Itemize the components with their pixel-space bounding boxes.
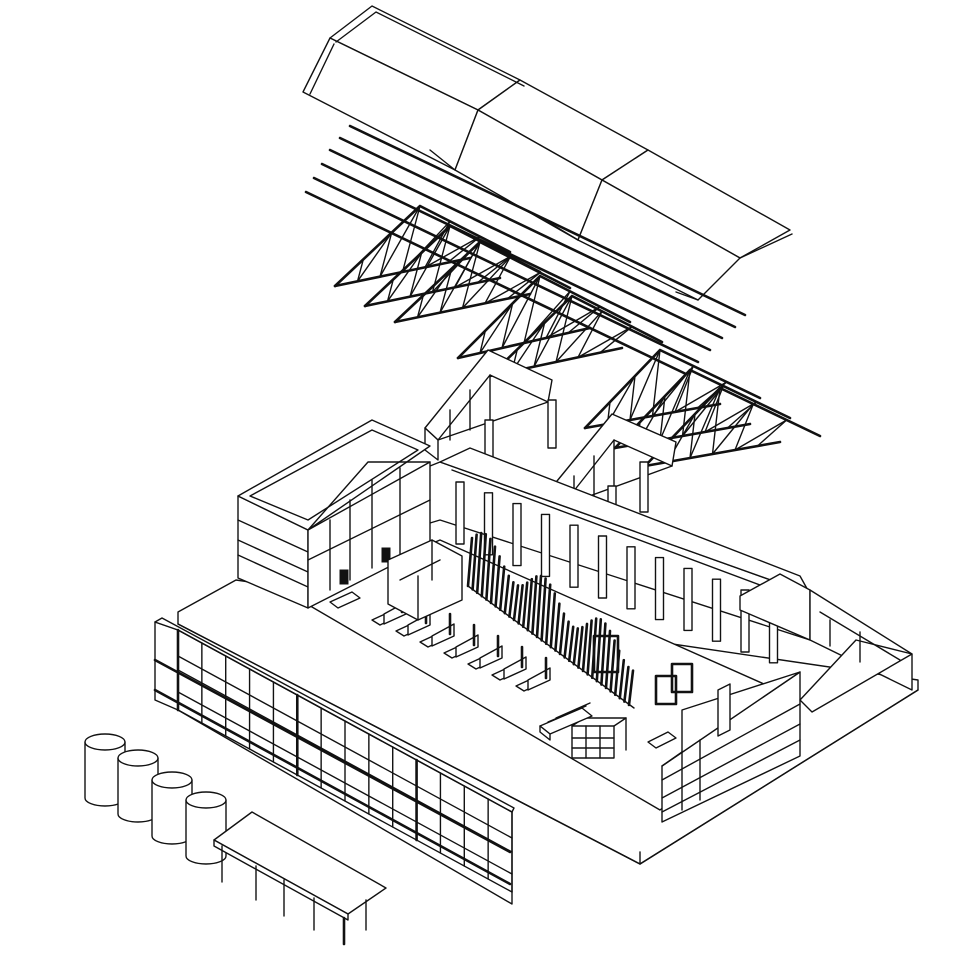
facade-rail — [153, 688, 512, 886]
scaffold-cube — [571, 717, 627, 759]
wall-column — [512, 502, 522, 567]
timber-fin — [549, 592, 557, 649]
tank — [185, 791, 227, 865]
wall-column — [740, 589, 750, 653]
bench-small — [329, 591, 361, 609]
wall-column — [455, 481, 465, 545]
wall-column — [597, 535, 608, 599]
hall-right-end-block — [661, 671, 801, 823]
timber-fin — [567, 625, 575, 663]
timber-fin — [554, 602, 561, 652]
timber-stack — [539, 702, 593, 741]
bench-small — [647, 731, 677, 749]
wall-column — [569, 524, 579, 588]
roof-trusses — [333, 204, 822, 468]
timber-fin — [471, 533, 478, 591]
timber-fin — [521, 581, 529, 629]
timber-fin — [623, 665, 630, 703]
bench-unit — [419, 612, 455, 648]
seating-units — [371, 590, 551, 692]
timber-fin — [517, 583, 524, 625]
timber-fin — [508, 580, 515, 618]
timber-fin — [618, 658, 626, 700]
wall-column — [683, 567, 693, 632]
wall-column — [711, 578, 722, 642]
timber-fin — [604, 629, 612, 690]
detached-facade-panel — [153, 617, 515, 905]
canopy-table — [213, 811, 387, 946]
timber-fin — [512, 584, 520, 622]
display-frame — [387, 539, 463, 621]
truss — [393, 240, 572, 324]
timber-fin — [535, 574, 543, 639]
timber-fin — [485, 537, 492, 601]
hall-left-end-block — [237, 419, 431, 609]
timber-fin — [544, 583, 552, 646]
timber-fin — [609, 639, 616, 693]
tank — [117, 749, 159, 823]
timber-fin — [586, 619, 593, 676]
bench-unit — [515, 656, 551, 692]
timber-fin — [494, 555, 501, 608]
timber-fin — [558, 612, 566, 656]
timber-fin — [480, 532, 488, 598]
hall-annex — [739, 573, 913, 713]
timber-fin — [475, 531, 483, 595]
timber-fin — [498, 565, 506, 612]
timber-fin — [526, 577, 534, 632]
timber-fin-installation — [466, 531, 635, 709]
timber-fin — [627, 669, 635, 707]
roof-panels — [302, 5, 793, 301]
portal-frame-left — [424, 349, 557, 471]
facade-rail — [153, 658, 512, 854]
timber-fin — [489, 545, 497, 605]
bench-unit — [491, 645, 527, 681]
timber-fin — [540, 577, 547, 642]
timber-fin — [577, 625, 584, 669]
bench-unit — [467, 634, 503, 670]
timber-fin — [563, 620, 570, 659]
wall-column — [626, 546, 636, 610]
small-frames — [592, 634, 694, 706]
bench-unit — [443, 623, 479, 659]
timber-fin — [600, 622, 607, 686]
timber-fin — [531, 575, 538, 635]
timber-fin — [581, 622, 589, 673]
wall-column — [654, 556, 665, 621]
timber-fin — [466, 536, 474, 588]
hall-interior-exhibits — [329, 531, 694, 759]
cylindrical-tanks — [84, 733, 227, 865]
wall-column — [540, 513, 551, 578]
truss — [613, 368, 792, 450]
timber-fin — [572, 627, 580, 666]
tank — [151, 771, 193, 845]
timber-fin — [503, 574, 511, 615]
